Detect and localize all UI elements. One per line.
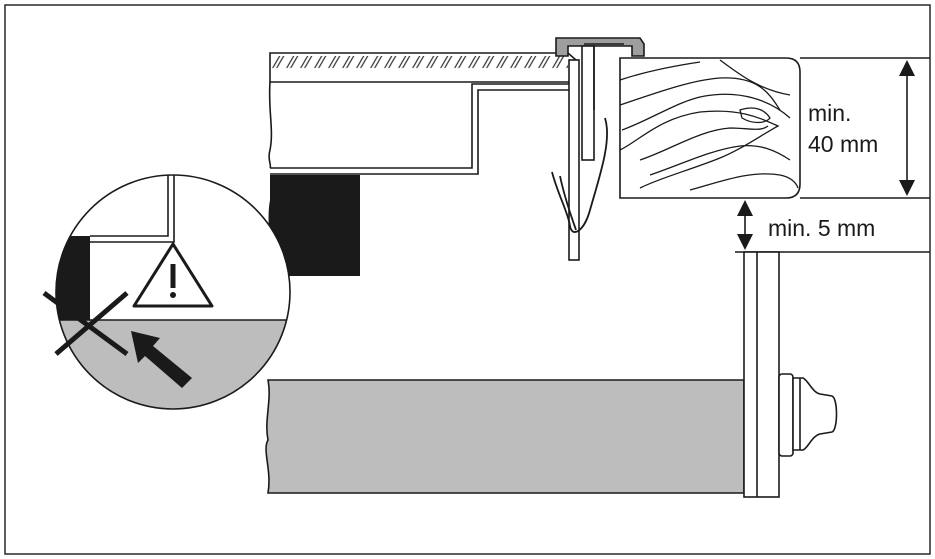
cross-icon (42, 290, 129, 357)
label-min-40-line1: min. (808, 100, 851, 126)
dimension-40mm (800, 57, 930, 199)
label-min-40-line2: 40 mm (808, 131, 878, 157)
drawer-front (265, 251, 780, 498)
warning-triangle-icon (132, 242, 214, 308)
black-block (268, 175, 360, 276)
inset-circle-border (55, 174, 291, 410)
wood-worktop (619, 57, 801, 199)
knob (778, 373, 838, 457)
edge-clip (555, 37, 645, 261)
cooktop-body (268, 81, 578, 175)
pointing-arrow-icon (131, 331, 192, 388)
cooktop-glass (269, 52, 577, 83)
spring-clip (551, 117, 608, 233)
label-min-5mm: min. 5 mm (768, 215, 875, 241)
